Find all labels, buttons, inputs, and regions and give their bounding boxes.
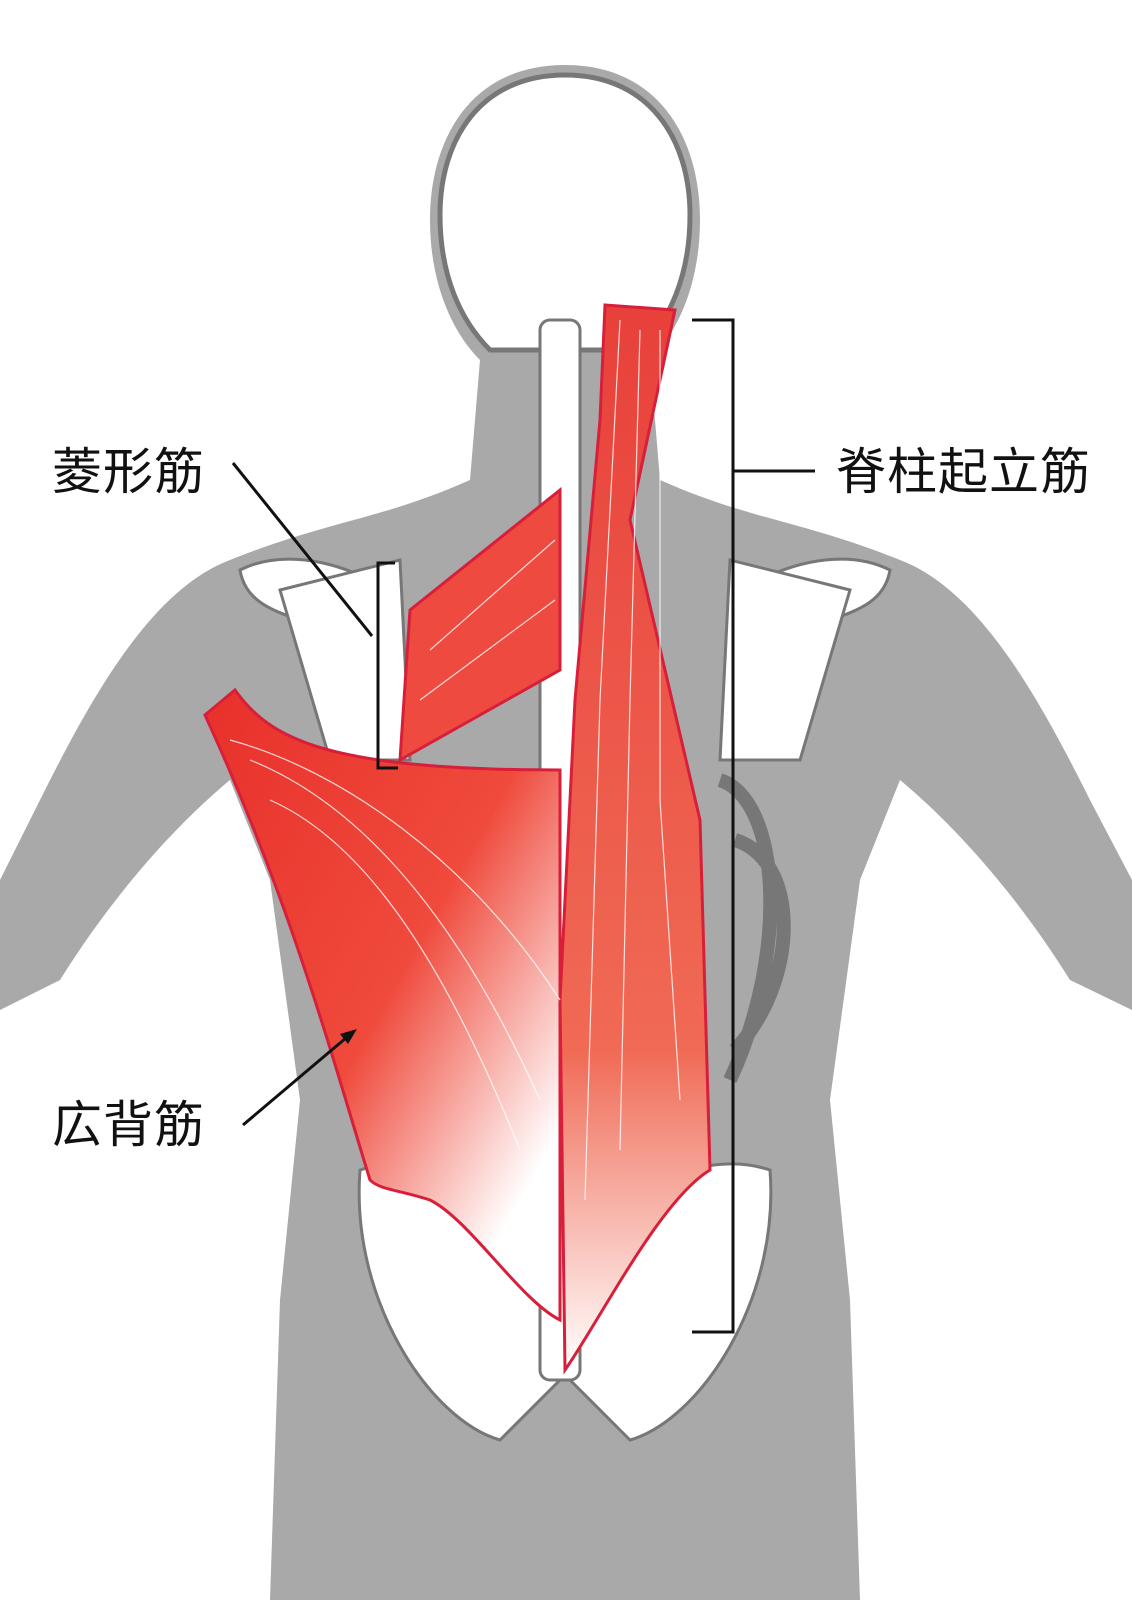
latissimus-arrowhead-icon (340, 1029, 357, 1044)
erector-bracket (692, 318, 735, 1334)
leader-lines (231, 318, 815, 1334)
rhomboid-bracket (376, 561, 398, 770)
muscle-fibers (229, 319, 681, 1201)
latissimus-dorsi-muscle (203, 687, 562, 1323)
erector-spinae-label: 脊柱起立筋 (836, 443, 1091, 501)
rhomboid-label: 菱形筋 (52, 443, 205, 501)
latissimus-leader-line (242, 1030, 354, 1127)
rhomboid-muscle (398, 486, 562, 763)
latissimus-dorsi-label: 広背筋 (52, 1096, 205, 1154)
erector-spinae-muscle (558, 303, 712, 1375)
rhomboid-leader-line (231, 462, 374, 637)
